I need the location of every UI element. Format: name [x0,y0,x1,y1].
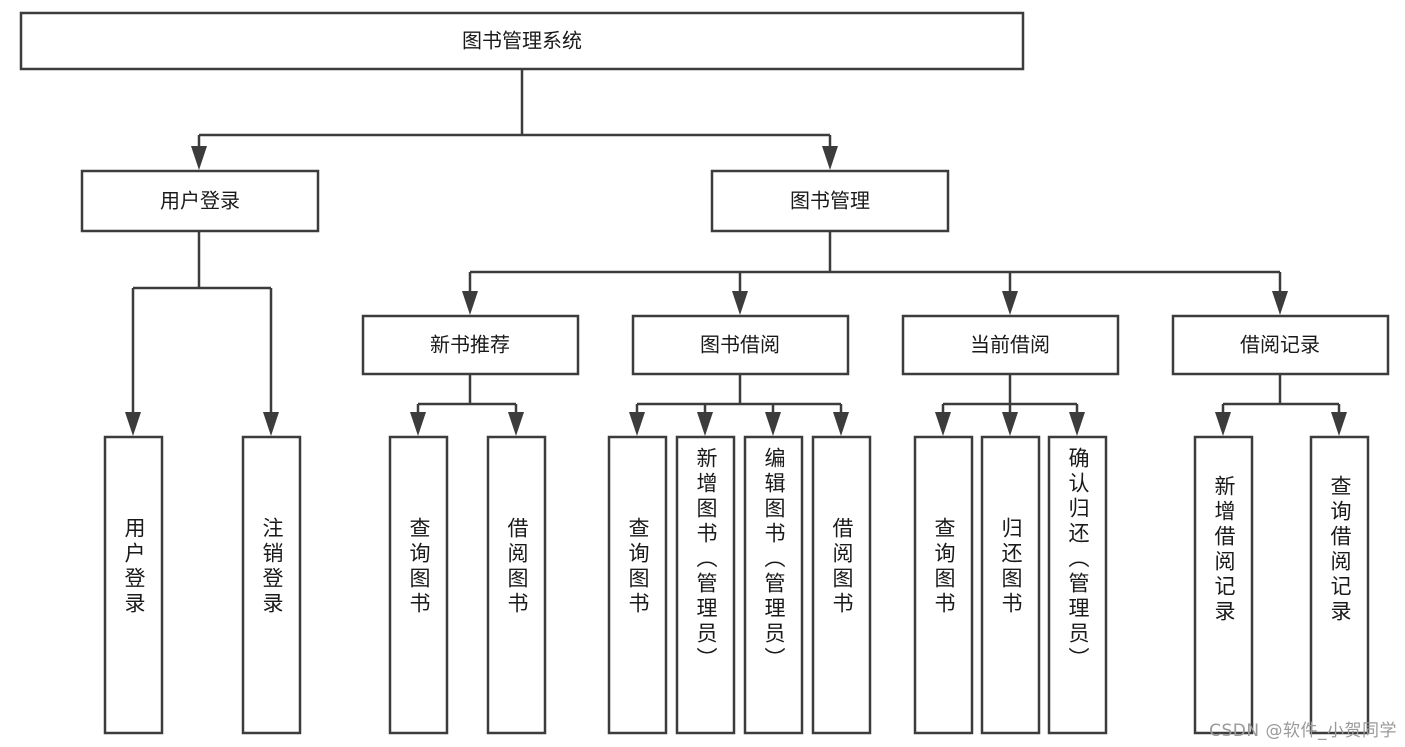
arrowhead-borrow-record [1272,291,1288,315]
leaf-box-group [103,435,1370,735]
arrowhead-book-borrow [732,291,748,315]
node-root-box[interactable] [19,11,1025,71]
node-leaf-10-box[interactable] [980,435,1041,735]
edge-group-book-borrow [629,375,849,436]
arrowhead-current-borrow [1002,291,1018,315]
node-current-borrow-box[interactable] [901,314,1120,376]
node-leaf-2-box[interactable] [241,435,302,735]
node-book-manage-box[interactable] [710,169,950,233]
node-leaf-9-box[interactable] [913,435,974,735]
node-user-login-label: 用户登录 [160,189,240,213]
arrowhead-leaf-8 [833,412,849,436]
node-leaf-3-box[interactable] [388,435,449,735]
watermark: CSDN @软件_小贺同学 [1209,721,1397,741]
node-leaf-13-box[interactable] [1309,435,1370,735]
arrowhead-leaf-1 [125,412,141,436]
arrowhead-leaf-13 [1331,412,1347,436]
node-leaf-12-box[interactable] [1193,435,1254,735]
arrowhead-leaf-7 [765,412,781,436]
node-borrow-record-label: 借阅记录 [1240,333,1320,357]
node-new-book-rec-label: 新书推荐 [430,333,510,357]
edge-group-user-login [125,232,279,436]
node-leaf-7-box[interactable] [743,435,804,735]
node-book-borrow-label: 图书借阅 [700,333,780,357]
arrowhead-leaf-10 [1002,412,1018,436]
arrowhead-leaf-5 [629,412,645,436]
edge-group-new-book-rec [410,375,524,436]
arrowhead-user-login [191,146,207,170]
node-leaf-4-box[interactable] [486,435,547,735]
node-user-login-box[interactable] [80,169,320,233]
edge-group-current-borrow [935,375,1085,436]
node-book-borrow[interactable]: 图书借阅 [631,314,850,376]
arrowhead-leaf-11 [1069,412,1085,436]
node-book-borrow-box[interactable] [631,314,850,376]
node-leaf-5-box[interactable] [607,435,668,735]
node-borrow-record[interactable]: 借阅记录 [1171,314,1390,376]
node-leaf-6-box[interactable] [675,435,736,735]
node-current-borrow-label: 当前借阅 [970,333,1050,357]
node-new-book-rec[interactable]: 新书推荐 [361,314,580,376]
node-user-login[interactable]: 用户登录 [80,169,320,233]
edge-group-book-manage [462,232,1288,315]
node-book-manage-label: 图书管理 [790,189,870,213]
arrowhead-leaf-6 [697,412,713,436]
arrowhead-leaf-3 [410,412,426,436]
arrowhead-leaf-12 [1215,412,1231,436]
arrowhead-leaf-9 [935,412,951,436]
node-leaf-11-box[interactable] [1047,435,1108,735]
node-borrow-record-box[interactable] [1171,314,1390,376]
node-root-label: 图书管理系统 [462,29,582,53]
edge-group-borrow-record [1215,375,1347,436]
arrowhead-book-manage [822,146,838,170]
arrowhead-leaf-4 [508,412,524,436]
node-book-manage[interactable]: 图书管理 [710,169,950,233]
edge-group-root [191,70,838,170]
node-new-book-rec-box[interactable] [361,314,580,376]
node-leaf-1-box[interactable] [103,435,164,735]
node-current-borrow[interactable]: 当前借阅 [901,314,1120,376]
node-root[interactable]: 图书管理系统 [19,11,1025,71]
node-leaf-8-box[interactable] [811,435,872,735]
arrowhead-new-book-rec [462,291,478,315]
arrowhead-leaf-2 [263,412,279,436]
